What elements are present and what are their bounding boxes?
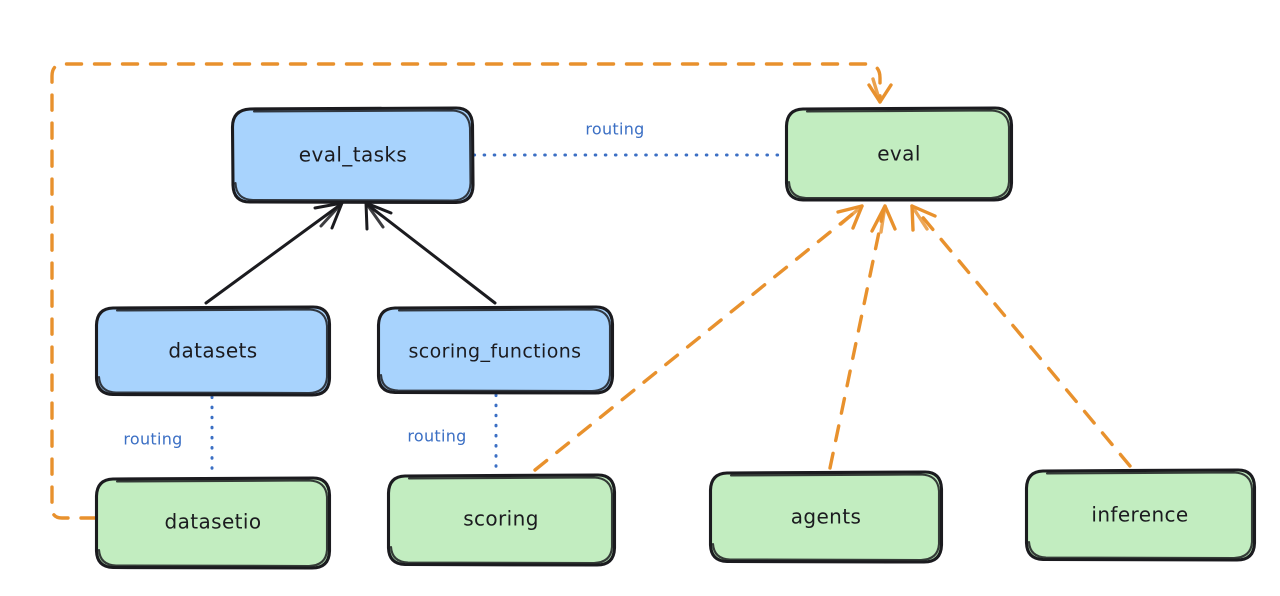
edge-agents-to-eval <box>828 204 897 470</box>
node-datasetio[interactable]: datasetio <box>94 476 332 570</box>
node-label-inference: inference <box>1091 503 1188 527</box>
edge-label-routing-eval: routing <box>585 120 644 139</box>
node-label-eval: eval <box>877 142 921 166</box>
edge-scoring-to-eval <box>533 204 864 472</box>
node-label-scoring: scoring <box>463 507 539 531</box>
node-label-datasetio: datasetio <box>164 510 261 534</box>
node-label-scoring-functions: scoring_functions <box>409 341 582 363</box>
node-eval[interactable]: eval <box>784 106 1014 202</box>
node-inference[interactable]: inference <box>1024 468 1257 562</box>
node-scoring-functions[interactable]: scoring_functions <box>376 305 615 395</box>
node-scoring[interactable]: scoring <box>386 473 617 567</box>
node-datasets[interactable]: datasets <box>94 305 332 397</box>
edge-datasets-to-eval-tasks <box>204 201 344 305</box>
node-agents[interactable]: agents <box>708 470 944 564</box>
node-label-datasets: datasets <box>168 339 257 363</box>
node-eval-tasks[interactable]: eval_tasks <box>230 106 475 205</box>
edge-label-routing-datasetio: routing <box>123 430 182 449</box>
node-label-eval-tasks: eval_tasks <box>299 143 407 167</box>
node-label-agents: agents <box>791 505 862 529</box>
edge-scoring-functions-to-eval-tasks <box>364 201 497 305</box>
edge-inference-to-eval <box>910 204 1132 468</box>
edge-label-routing-scoring: routing <box>407 427 466 446</box>
edge-datasetio-to-eval <box>50 62 893 520</box>
